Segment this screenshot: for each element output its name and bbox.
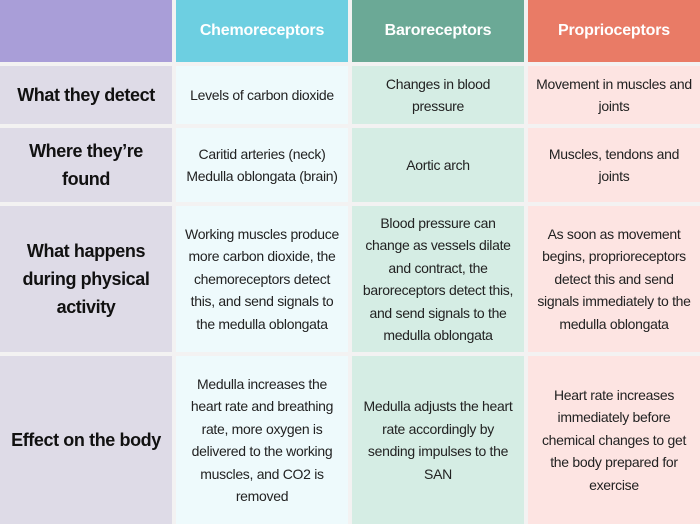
- table-cell: As soon as movement begins, propriorecep…: [528, 206, 700, 352]
- table-cell: Muscles, tendons and joints: [528, 128, 700, 202]
- header-proprioceptors: Proprioceptors: [528, 0, 700, 62]
- table-cell: Levels of carbon dioxide: [176, 66, 348, 124]
- table-cell: Medulla adjusts the heart rate according…: [352, 356, 524, 524]
- table-cell: Heart rate increases immediately before …: [528, 356, 700, 524]
- table-cell: Blood pressure can change as vessels dil…: [352, 206, 524, 352]
- table-cell: Changes in blood pressure: [352, 66, 524, 124]
- header-baroreceptors: Baroreceptors: [352, 0, 524, 62]
- table-cell: Working muscles produce more carbon diox…: [176, 206, 348, 352]
- table-cell: Aortic arch: [352, 128, 524, 202]
- row-label: What happens during physical activity: [0, 206, 172, 352]
- row-label: Where they’re found: [0, 128, 172, 202]
- table-cell: Medulla increases the heart rate and bre…: [176, 356, 348, 524]
- row-label: Effect on the body: [0, 356, 172, 524]
- header-chemoreceptors: Chemoreceptors: [176, 0, 348, 62]
- corner-header: [0, 0, 172, 62]
- row-label: What they detect: [0, 66, 172, 124]
- table-cell: Movement in muscles and joints: [528, 66, 700, 124]
- table-cell: Caritid arteries (neck) Medulla oblongat…: [176, 128, 348, 202]
